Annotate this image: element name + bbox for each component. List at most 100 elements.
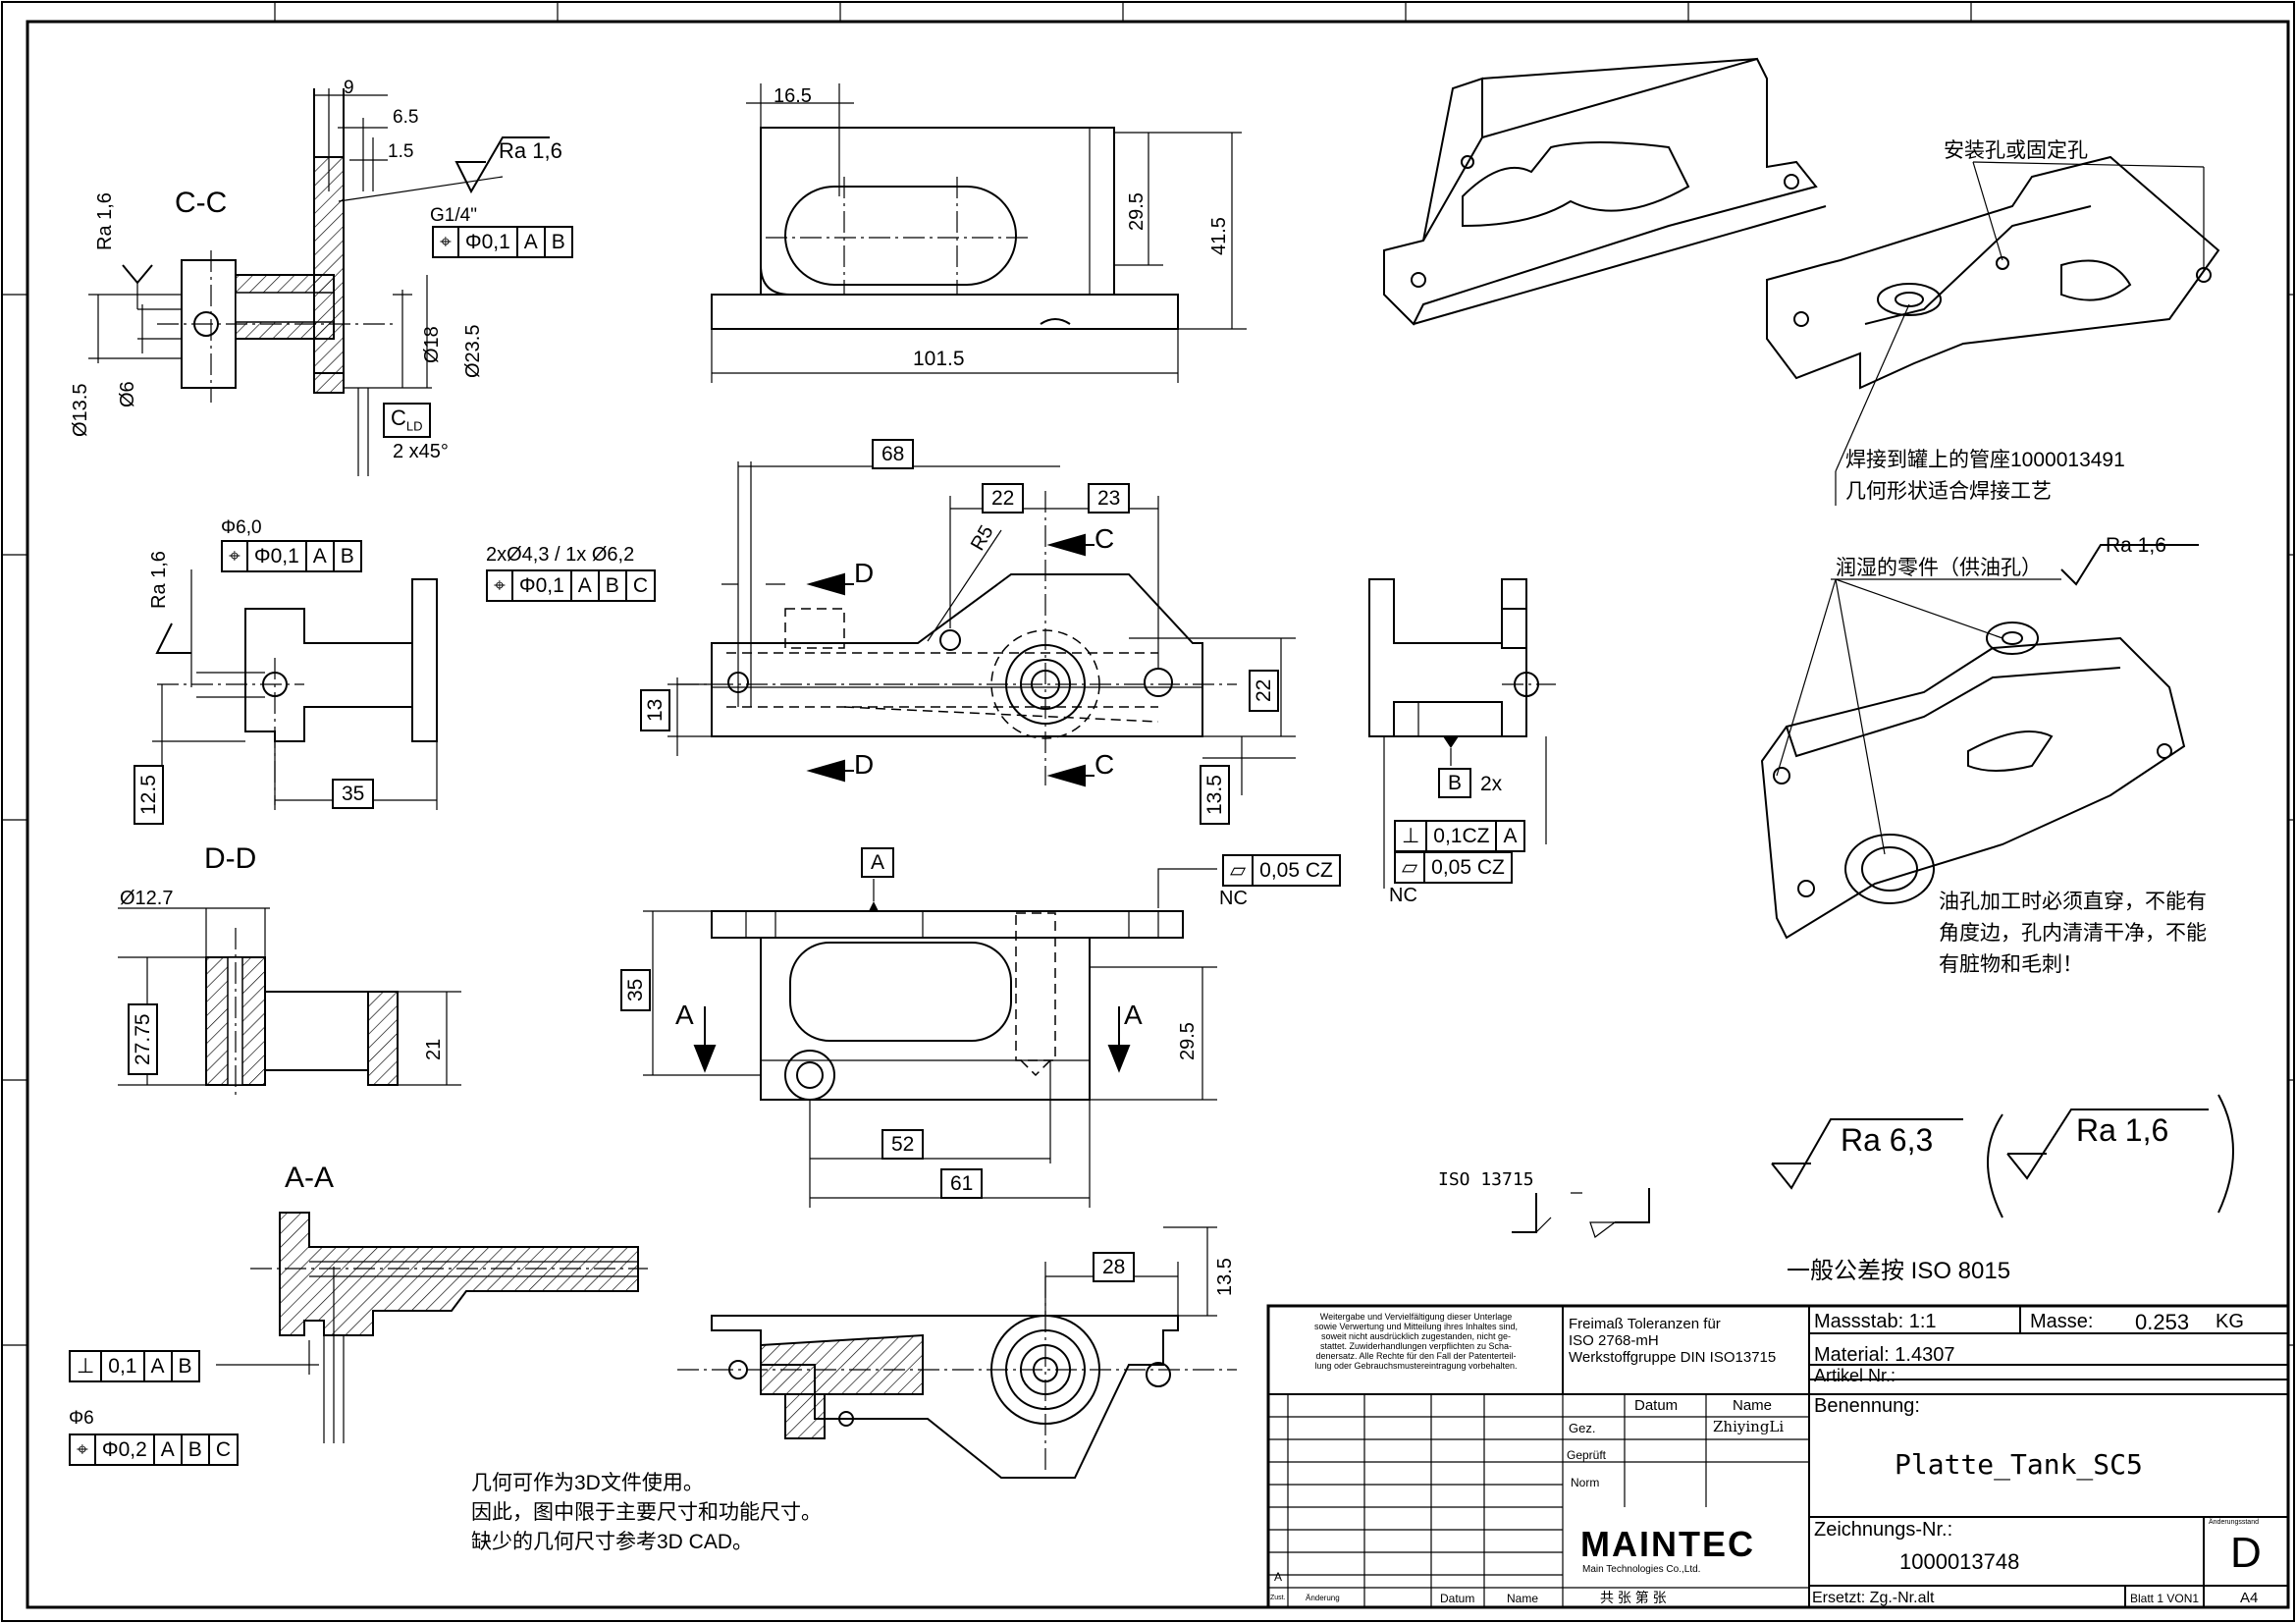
dim-d6: Ø6 [117,381,138,407]
tb-rev-row: A [1274,1570,1283,1584]
dim-d13-5: Ø13.5 [70,383,91,437]
company-logo: MAINTEC [1580,1524,1755,1564]
tb-name-label: Benennung: [1814,1395,1920,1417]
fcf-datum-b: B [180,1435,208,1464]
tb-col-name: Name [1507,1592,1539,1605]
note-geometry-2: 因此，图中限于主要尺寸和功能尺寸。 [471,1501,822,1524]
tb-name-col: Name [1733,1397,1773,1414]
flatness-icon: ⏥ [1230,859,1247,882]
datum-c-letter: C [391,406,406,430]
tb-legal-line: Weitergabe und Vervielfältigung dieser U… [1319,1312,1513,1322]
tb-revision: D [2230,1529,2262,1577]
note-weld-1: 焊接到罐上的管座1000013491 [1845,449,2125,471]
tb-legal-line: soweit nicht ausdrücklich zugestanden, n… [1320,1331,1512,1341]
tb-material-label: Material: [1814,1344,1890,1366]
section-c-top: C [1095,523,1115,554]
note-geometry-3: 缺少的几何尺寸参考3D CAD。 [471,1531,754,1553]
dim-6-5: 6.5 [393,107,419,128]
dim-61: 61 [940,1168,984,1200]
fcf-datum-b: B [597,571,625,600]
view-bottom-geometry [643,868,1217,1208]
note-oil-2: 角度边，孔内清清干净，不能 [1939,922,2207,945]
datum-a: A [861,847,895,879]
dim-68: 68 [872,439,915,470]
view-dd-geometry [118,907,461,1100]
tb-legal-line: lung oder Gebrauchsmustereintragung vorb… [1314,1361,1518,1371]
note-oil-1: 油孔加工时必须直穿，不能有 [1939,891,2207,913]
note-leaders [1776,161,2205,855]
inner-border [26,20,2290,1609]
dim-22: 22 [982,483,1025,514]
iso-view-mid [1766,155,2220,390]
fcf-value: Φ0,1 [456,228,516,256]
fcf-value: Φ0,2 [93,1435,153,1464]
dim-41-5: 41.5 [1208,217,1230,255]
dim-22-v: 22 [1249,669,1280,712]
tb-scale-value: 1:1 [1908,1311,1937,1332]
fcf-datum-a: A [152,1435,181,1464]
note-geometry-1: 几何可作为3D文件使用。 [471,1472,704,1494]
dim-29-5-bottom: 29.5 [1177,1022,1199,1060]
position-icon: ⌖ [77,1438,88,1461]
dim-9: 9 [344,78,354,98]
edge-symbols [1512,1188,1650,1238]
tb-mass-label: Masse: [2030,1311,2094,1332]
tb-tol-line: ISO 2768-mH [1569,1332,1659,1349]
view-cc-geometry [88,88,550,476]
view-top-geometry [711,83,1247,383]
fcf-bottom-flat: ⏥0,05 CZ [1222,854,1341,887]
section-a-left: A [675,1000,694,1030]
section-d-bottom: D [854,749,875,780]
tb-material: Material: 1.4307 [1814,1345,1954,1365]
tb-legal-line: denersatz. Alle Rechte für den Fall der … [1315,1351,1517,1361]
perpendicularity-icon: ⊥ [1402,825,1420,847]
roughness-cc: Ra 1,6 [499,138,562,163]
datum-c: CLD [383,403,431,438]
tb-sheet-no: Blatt 1 VON1 [2130,1592,2200,1605]
dim-101-5: 101.5 [913,348,965,370]
roughness-symbols [1771,1094,2234,1218]
aa-phi6: Φ6 [69,1408,94,1429]
section-c-bottom: C [1095,749,1115,780]
iso-view-top [1383,57,1827,326]
fcf-value: Φ0,1 [510,571,570,600]
position-icon: ⌖ [440,231,452,253]
position-icon: ⌖ [494,574,506,597]
fcf-value: 0,1CZ [1425,822,1495,850]
dim-28: 28 [1093,1252,1136,1283]
dim-chamfer: 2 x45° [393,441,449,462]
roughness-left: Ra 1,6 [148,551,170,609]
position-icon: ⌖ [229,545,240,568]
tb-legal-line: sowie Verwertung und Mitteilung ihres In… [1313,1322,1519,1331]
fcf-value: 0,1 [100,1352,142,1380]
dim-13-5-lower: 13.5 [1214,1258,1236,1296]
tb-col-zust: Zust. [1270,1595,1286,1601]
perpendicularity-icon: ⊥ [77,1355,95,1378]
tb-scale-label: Massstab: [1814,1311,1904,1332]
roughness-cc-left: Ra 1,6 [94,192,116,250]
dim-29-5-top: 29.5 [1126,192,1148,231]
datum-b: B [1438,768,1472,799]
tb-part-name: Platte_Tank_SC5 [1895,1448,2143,1481]
fcf-datum-a: A [142,1352,171,1380]
tb-col-aend: Änderung [1306,1594,1340,1602]
dim-13: 13 [640,688,671,731]
note-oil-3: 有脏物和毛刺！ [1939,953,2083,976]
dim-d12-7: Ø12.7 [120,888,174,909]
fcf-datum-a: A [515,228,544,256]
fcf-value: Φ0,1 [245,542,305,570]
tb-tol-line: Werkstoffgruppe DIN ISO13715 [1569,1349,1777,1366]
view-right-geometry [1368,578,1556,889]
tb-legal-notice: Weitergabe und Vervielfältigung dieser U… [1276,1312,1556,1371]
tb-drawing-number: 1000013748 [1899,1549,2020,1574]
fcf-datum-c: C [624,571,654,600]
fcf-value: 0,05 CZ [1252,856,1339,885]
fcf-datum-a: A [1495,822,1522,850]
dim-27-75: 27.75 [128,1003,159,1075]
view-front-geometry [667,461,1296,795]
fcf-datum-a: A [569,571,598,600]
